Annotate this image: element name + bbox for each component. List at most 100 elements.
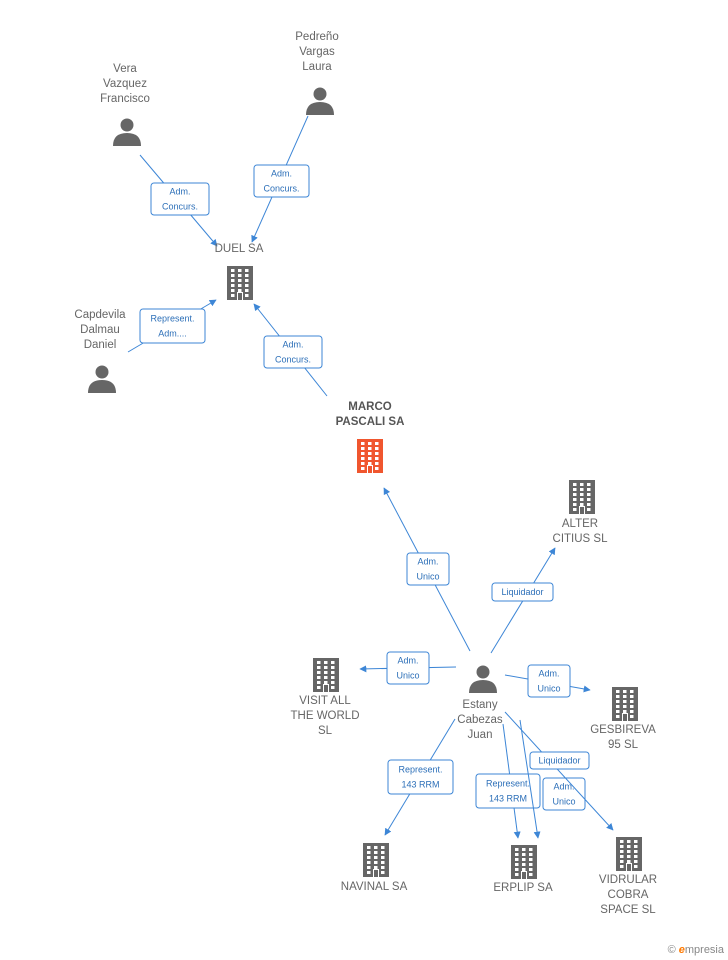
- building-icon[interactable]: [363, 843, 389, 877]
- building-icon[interactable]: [511, 845, 537, 879]
- edge-label-text: Adm.: [538, 669, 559, 679]
- edge-vera-duel[interactable]: Adm. Concurs.: [139, 154, 218, 247]
- edge-estany-navinal[interactable]: Represent.143 RRM: [384, 718, 456, 836]
- edge-label-box[interactable]: [263, 335, 323, 369]
- edge-label-box[interactable]: [150, 182, 210, 216]
- edge-label-text: Adm.: [417, 557, 438, 567]
- person-icon[interactable]: [88, 365, 116, 394]
- node-label: Estany: [462, 699, 497, 711]
- node-label: VIDRULAR: [599, 874, 657, 886]
- node-navinal[interactable]: NAVINAL SA: [341, 843, 408, 893]
- copyright-symbol: ©: [667, 944, 676, 956]
- brand-name: mpresia: [684, 944, 724, 956]
- node-label: Juan: [468, 729, 493, 741]
- brand-initial: e: [678, 944, 685, 956]
- edge-label-box[interactable]: [386, 651, 430, 685]
- edge-label-box[interactable]: [406, 552, 450, 586]
- node-label: Vargas: [299, 46, 335, 58]
- edge-label-box[interactable]: [542, 777, 586, 811]
- node-label: Dalmau: [80, 324, 120, 336]
- edge-arrow: [504, 711, 614, 831]
- edge-label-box[interactable]: [527, 664, 571, 698]
- building-icon[interactable]: [616, 837, 642, 871]
- node-label: SPACE SL: [600, 904, 656, 916]
- edge-label-text: Concurs.: [162, 202, 198, 212]
- edge-label-text: Unico: [537, 684, 560, 694]
- person-icon[interactable]: [469, 665, 497, 694]
- edge-label-text: Adm.: [553, 782, 574, 792]
- edge-pedreno-duel[interactable]: Adm. Concurs.: [251, 115, 310, 243]
- node-label: SL: [318, 725, 333, 737]
- edge-capdevila-duel[interactable]: Represent. Adm....: [127, 299, 217, 353]
- edge-label-box[interactable]: [139, 308, 206, 344]
- node-label: THE WORLD: [291, 710, 360, 722]
- edge-label-text: Unico: [552, 797, 575, 807]
- edge-estany-erplip[interactable]: Represent. 143 RRM: [475, 723, 541, 839]
- person-icon[interactable]: [113, 118, 141, 147]
- node-label: Vera: [113, 63, 137, 75]
- edge-estany-visit[interactable]: Adm.Unico: [359, 651, 457, 685]
- edge-label-text: Adm.: [169, 187, 190, 197]
- node-label: Pedreño: [295, 31, 338, 43]
- edge-label-text: Concurs.: [263, 184, 299, 194]
- edge-label-box[interactable]: [529, 751, 590, 770]
- edge-estany-gesbireva[interactable]: Adm. Unico: [504, 664, 591, 698]
- building-icon[interactable]: [612, 687, 638, 721]
- edge-label-text: Unico: [396, 671, 419, 681]
- node-label: MARCO: [348, 401, 391, 413]
- edge-label-text: Represent.: [486, 779, 530, 789]
- node-label: CITIUS SL: [553, 533, 609, 545]
- edge-label-text: Represent.: [398, 765, 442, 775]
- edge-label-text: Adm....: [158, 329, 187, 339]
- edge-label-box[interactable]: [253, 164, 310, 198]
- node-label: PASCALI SA: [336, 416, 405, 428]
- edge-marco-duel[interactable]: Adm.Concurs.: [253, 303, 328, 397]
- edge-label-text: 143 RRM: [489, 794, 527, 804]
- node-label: Capdevila: [74, 309, 126, 321]
- building-icon[interactable]: [313, 658, 339, 692]
- node-label: Daniel: [84, 339, 117, 351]
- node-label: DUEL SA: [215, 243, 264, 255]
- node-label: 95 SL: [608, 739, 639, 751]
- node-label: Laura: [302, 61, 332, 73]
- node-erplip[interactable]: ERPLIP SA: [493, 845, 553, 894]
- nodes-layer: VeraVazquezFranciscoPedreñoVargasLauraDU…: [74, 31, 657, 916]
- node-marco[interactable]: MARCO PASCALI SA: [336, 401, 405, 473]
- node-label: Cabezas: [457, 714, 503, 726]
- edge-label-text: Unico: [416, 572, 439, 582]
- node-label: ERPLIP SA: [493, 882, 553, 894]
- edge-estany-alter[interactable]: Liquidador: [490, 547, 556, 654]
- node-duel[interactable]: DUEL SA: [215, 243, 264, 300]
- edge-label-box[interactable]: [387, 759, 454, 795]
- edges-layer: Adm. Concurs. Adm. Concurs. Represent. Adm...…: [127, 115, 614, 839]
- node-visit[interactable]: VISIT ALL THE WORLD SL: [291, 658, 360, 737]
- node-label: NAVINAL SA: [341, 881, 408, 893]
- node-label: COBRA: [608, 889, 649, 901]
- building-icon[interactable]: [569, 480, 595, 514]
- node-label: ALTER: [562, 518, 598, 530]
- brand-watermark: © empresia: [668, 944, 724, 956]
- edge-label-text: Liquidador: [501, 587, 543, 597]
- edge-estany-marco[interactable]: Adm. Unico: [383, 487, 471, 652]
- edge-label-box[interactable]: [475, 773, 541, 809]
- edge-label-text: Adm.: [282, 340, 303, 350]
- node-label: Vazquez: [103, 78, 147, 90]
- node-alter[interactable]: ALTER CITIUS SL: [553, 480, 609, 545]
- edge-label-text: Adm.: [271, 169, 292, 179]
- node-vidrular[interactable]: VIDRULAR COBRA SPACE SL: [599, 837, 657, 916]
- person-icon[interactable]: [306, 87, 334, 116]
- edge-estany-erplip[interactable]: Adm. Unico: [519, 719, 586, 839]
- node-label: VISIT ALL: [299, 695, 351, 707]
- building-icon[interactable]: [227, 266, 253, 300]
- edge-label-text: Represent.: [150, 314, 194, 324]
- edge-label-box[interactable]: [491, 582, 554, 602]
- building-icon[interactable]: [357, 439, 383, 473]
- edge-label-text: Liquidador: [538, 756, 580, 766]
- edge-estany-vidrular[interactable]: Liquidador: [504, 711, 614, 831]
- edge-arrow: [519, 719, 541, 839]
